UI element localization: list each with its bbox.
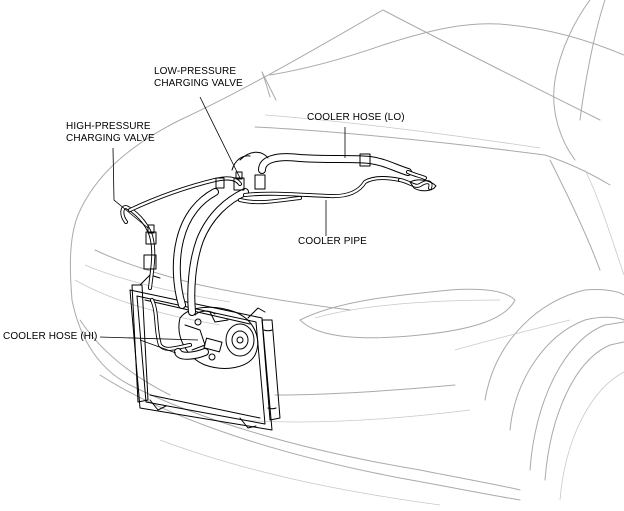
- low-pressure-label-line1: LOW-PRESSURE: [154, 66, 237, 77]
- cooler-hose-hi-label: COOLER HOSE (HI): [3, 331, 98, 342]
- low-pressure-charging-valve-label: LOW-PRESSURE CHARGING VALVE: [154, 66, 243, 90]
- condenser: [129, 274, 281, 431]
- car-body: [69, 0, 624, 506]
- high-pressure-line: [120, 176, 242, 290]
- cooler-pipe: [238, 176, 433, 205]
- high-pressure-label-line1: HIGH-PRESSURE: [66, 121, 151, 132]
- cooler-pipe-label: COOLER PIPE: [298, 236, 367, 247]
- high-pressure-charging-valve-label: HIGH-PRESSURE CHARGING VALVE: [66, 121, 155, 145]
- high-pressure-label-line2: CHARGING VALVE: [66, 133, 155, 144]
- cooler-hose-lo: [231, 151, 437, 192]
- cooler-hose-hi: [150, 298, 209, 360]
- suction-line: [172, 171, 266, 316]
- cooler-hose-lo-label: COOLER HOSE (LO): [307, 112, 405, 123]
- low-pressure-label-line2: CHARGING VALVE: [154, 78, 243, 89]
- leader-lines: [99, 96, 346, 354]
